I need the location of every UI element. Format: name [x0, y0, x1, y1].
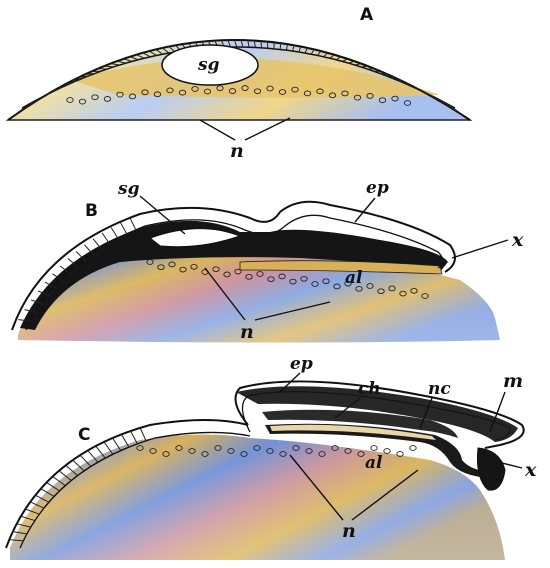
panel-b-label-sg: sg	[117, 179, 140, 199]
panel-c: C ep ch nc m al x n	[6, 354, 537, 560]
cell-wall	[130, 218, 136, 230]
panel-a-leader-n-2	[245, 118, 290, 140]
panel-c-label-ch: ch	[358, 379, 381, 399]
panel-b-label-al: al	[345, 268, 363, 288]
panel-a-label-sg: sg	[197, 55, 220, 75]
panel-b-label-n: n	[240, 321, 254, 343]
panel-a-leader-n-1	[200, 120, 235, 140]
panel-b-label-x: x	[511, 229, 524, 251]
panel-b-letter: B	[85, 201, 98, 221]
cell-wall	[261, 41, 262, 48]
panel-b-label-ep: ep	[366, 178, 389, 198]
cell-wall	[91, 71, 101, 72]
panel-b-leader-x	[452, 240, 508, 258]
panel-c-label-x: x	[524, 459, 537, 481]
panel-a-letter: A	[360, 5, 374, 25]
panel-c-label-ep: ep	[290, 354, 313, 374]
panel-c-label-n: n	[342, 520, 356, 542]
nucleus	[371, 446, 377, 451]
panel-c-letter: C	[78, 425, 90, 445]
panel-c-label-m: m	[503, 370, 523, 392]
panel-b: B sg ep x al n	[12, 178, 524, 343]
nucleus	[384, 449, 390, 454]
panel-c-label-al: al	[365, 453, 383, 473]
panel-c-label-nc: nc	[428, 379, 451, 399]
cell-wall	[374, 71, 382, 72]
cell-wall	[140, 428, 146, 441]
panel-a: A sg n	[8, 5, 470, 162]
cell-wall	[111, 228, 118, 240]
panel-a-label-n: n	[230, 140, 244, 162]
nucleus	[410, 446, 416, 451]
panel-c-x-lobe	[477, 448, 505, 490]
cell-wall	[121, 223, 128, 235]
